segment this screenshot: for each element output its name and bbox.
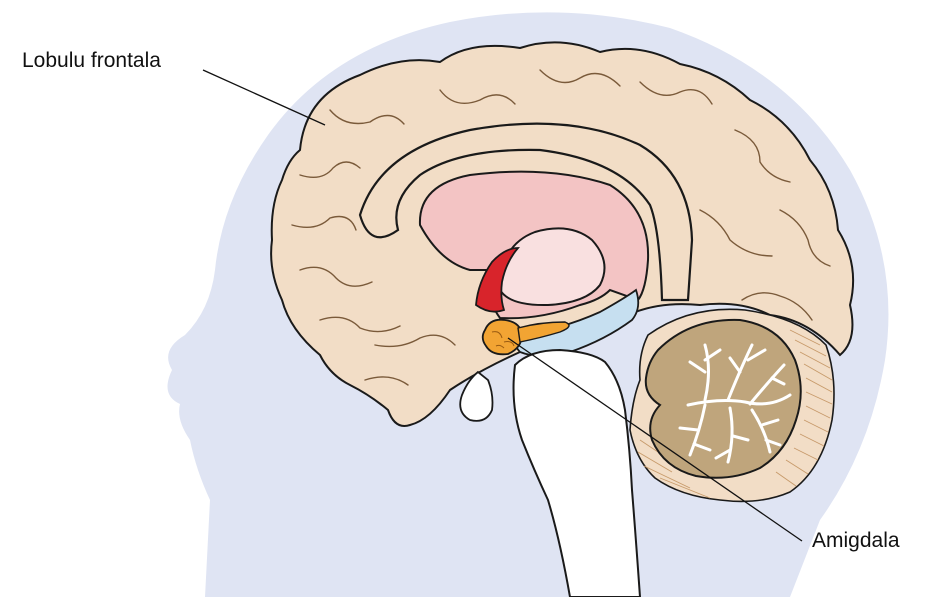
amygdala [483,320,522,355]
amygdala-label: Amigdala [812,529,900,553]
frontal-lobe-label: Lobulu frontala [22,49,161,73]
